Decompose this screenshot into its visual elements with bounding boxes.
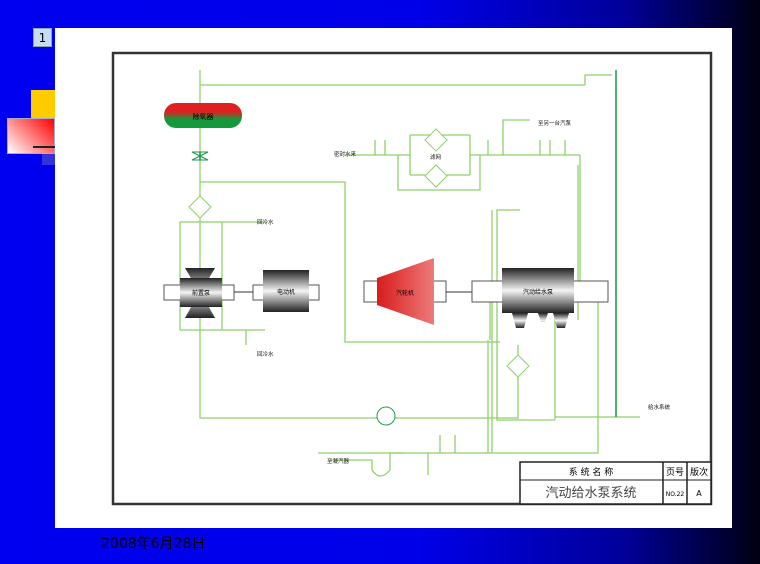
slide-canvas: 除氧器 前置泵 电动机 汽轮机 汽动给水泵 密封水来 滤网 至另一台汽泵 回冷水…	[55, 28, 732, 528]
slide-date: 2008年6月28日	[101, 536, 206, 552]
deaerator-tank	[164, 103, 242, 128]
return-water-label: 回冷水	[257, 350, 274, 358]
revision: A	[696, 489, 702, 498]
deaerator-label: 除氧器	[193, 112, 214, 121]
seal-water-label: 密封水来	[334, 150, 357, 158]
feedwater-system-label: 给水系统	[648, 403, 671, 411]
feed-pump-label: 汽动给水泵	[523, 288, 553, 296]
decoration-gradient-square	[7, 118, 55, 154]
title-block: 系 统 名 称 页号 版次 汽动给水泵系统 NO.22 A	[519, 461, 712, 505]
slide-number: 1	[33, 28, 52, 47]
valve-icon	[191, 151, 209, 161]
strainer-icon	[188, 195, 212, 219]
to-condenser-label: 至凝汽器	[327, 457, 350, 465]
drawing-border	[111, 51, 713, 506]
feedwater-pump-diagram: 除氧器 前置泵 电动机 汽轮机 汽动给水泵 密封水来 滤网 至另一台汽泵 回冷水…	[111, 51, 713, 506]
strainer-label: 滤网	[430, 153, 442, 161]
decoration-yellow-square	[31, 90, 55, 123]
filter-icon	[424, 128, 448, 188]
system-name: 汽动给水泵系统	[545, 486, 636, 501]
flowmeter-icon	[376, 406, 396, 426]
to-other-pump-label: 至另一台汽泵	[538, 119, 572, 127]
system-name-header: 系 统 名 称	[569, 466, 614, 478]
turbine-label: 汽轮机	[396, 289, 414, 297]
motor-label: 电动机	[277, 288, 295, 296]
booster-pump-label: 前置泵	[192, 289, 210, 297]
feed-pump	[502, 268, 574, 313]
page-header: 页号	[666, 467, 684, 478]
page-number: NO.22	[666, 491, 685, 498]
motor	[263, 270, 309, 312]
decoration-line	[33, 146, 55, 148]
rev-header: 版次	[690, 466, 708, 478]
decoration-blue-square	[42, 154, 55, 165]
turbine	[377, 258, 434, 325]
return-water-label: 回冷水	[257, 218, 274, 226]
booster-pump	[180, 278, 222, 307]
strainer-icon	[506, 354, 530, 378]
pipes	[179, 70, 640, 477]
